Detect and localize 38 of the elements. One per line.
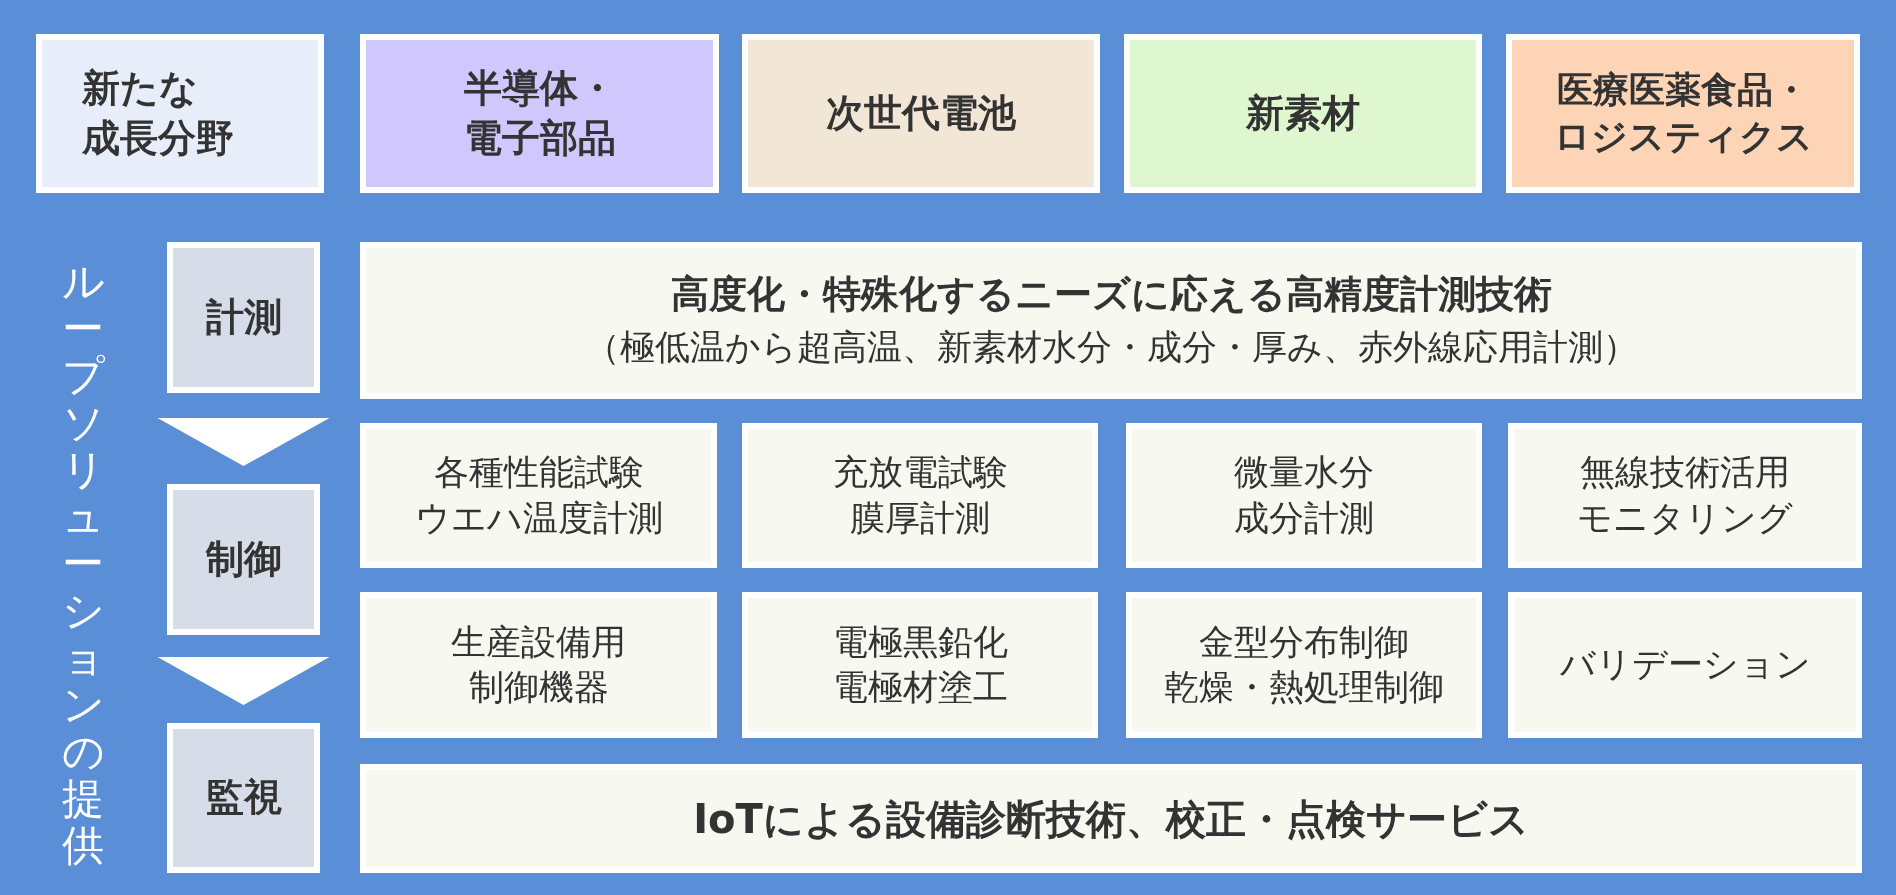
box-label: 生産設備用制御機器	[451, 620, 626, 709]
technology-box	[1126, 423, 1482, 568]
technology-box	[742, 423, 1098, 568]
technology-box	[360, 592, 717, 738]
box-label: 無線技術活用モニタリング	[1577, 451, 1793, 540]
box-label: 新素材	[1246, 89, 1360, 137]
technology-box	[1126, 592, 1482, 738]
category-box	[360, 34, 719, 193]
box-label: 制御	[205, 535, 282, 583]
box-label: 金型分布制御乾燥・熱処理制御	[1164, 620, 1444, 709]
technology-box	[1508, 423, 1862, 568]
box-label: バリデーション	[1559, 643, 1811, 687]
category-box	[36, 34, 324, 193]
box-label: 次世代電池	[826, 89, 1016, 137]
category-box	[1124, 34, 1482, 193]
box-label: 高度化・特殊化するニーズに応える高精度計測技術	[670, 271, 1552, 319]
box-label: 計測	[205, 293, 282, 341]
technology-box	[742, 592, 1098, 738]
box-label: 充放電試験膜厚計測	[832, 451, 1008, 540]
step-box	[167, 484, 320, 635]
vertical-title: ループソリューションの提供	[62, 258, 104, 870]
step-box	[167, 242, 320, 393]
service-panel	[360, 764, 1862, 873]
panel-subtext: （極低温から超高温、新素材水分・成分・厚み、赤外線応用計測）	[584, 326, 1638, 370]
box-label: 新たな成長分野	[82, 65, 234, 162]
box-label: 半導体・電子部品	[463, 65, 616, 162]
box-label: 各種性能試験ウエハ温度計測	[414, 451, 663, 540]
category-box	[742, 34, 1100, 193]
box-label: IoTによる設備診断技術、校正・点検サービス	[693, 794, 1529, 844]
step-box	[167, 723, 320, 873]
feature-panel	[360, 242, 1862, 399]
box-label: 電極黒鉛化電極材塗工	[832, 620, 1008, 709]
box-label: 微量水分成分計測	[1234, 451, 1374, 540]
technology-box	[1508, 592, 1862, 738]
box-label: 監視	[205, 774, 282, 822]
box-label: 医療医薬食品・ロジスティクス	[1553, 67, 1813, 159]
technology-box	[360, 423, 717, 568]
category-box	[1506, 34, 1860, 193]
